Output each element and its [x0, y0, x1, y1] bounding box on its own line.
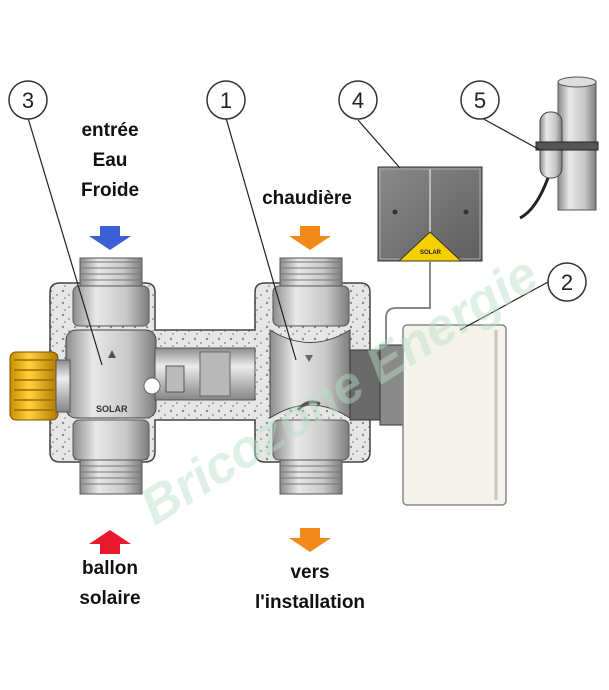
- actuator-motor: [349, 324, 507, 506]
- label-install-line-2: l'installation: [254, 592, 366, 613]
- callout-5-number: 5: [474, 88, 486, 113]
- controller-cable: [385, 262, 431, 345]
- arrow-solar-tank: [89, 530, 131, 554]
- callout-3: 3: [8, 80, 48, 120]
- callout-3-number: 3: [22, 88, 34, 113]
- arrow-to-installation: [289, 528, 331, 552]
- controller-box: SOLAR: [377, 166, 483, 262]
- callout-2: 2: [547, 262, 587, 302]
- callout-1-number: 1: [220, 88, 232, 113]
- label-cold-line-2: Eau: [92, 150, 128, 171]
- callout-4: 4: [338, 80, 378, 120]
- thermostatic-knob: [9, 351, 71, 421]
- pipe-sensor: [519, 76, 599, 220]
- arrow-boiler-in: [289, 226, 331, 250]
- callout-5: 5: [460, 80, 500, 120]
- label-cold-water-inlet: entrée Eau Froide: [55, 116, 165, 206]
- label-cold-line-3: Froide: [80, 180, 140, 201]
- arrow-cold-water-in: [89, 226, 131, 250]
- label-boiler: chaudière: [262, 188, 352, 209]
- callout-1: 1: [206, 80, 246, 120]
- valve-marking: SOLAR: [96, 404, 128, 414]
- label-solar-tank: ballon solaire: [55, 554, 165, 614]
- callout-4-number: 4: [352, 88, 364, 113]
- connecting-pipe: [143, 347, 256, 401]
- leader-lines: [27, 116, 549, 366]
- label-cold-line-1: entrée: [81, 120, 139, 141]
- label-solar-line-1: ballon: [82, 558, 138, 579]
- label-install-line-1: vers: [290, 562, 330, 583]
- callout-2-number: 2: [561, 270, 573, 295]
- flow-arrows: [89, 226, 331, 554]
- right-valve-body: [269, 257, 351, 495]
- left-valve-body: SOLAR: [65, 257, 157, 495]
- label-solar-line-2: solaire: [79, 588, 141, 609]
- label-to-installation: vers l'installation: [230, 558, 390, 618]
- controller-brand: SOLAR: [420, 250, 442, 256]
